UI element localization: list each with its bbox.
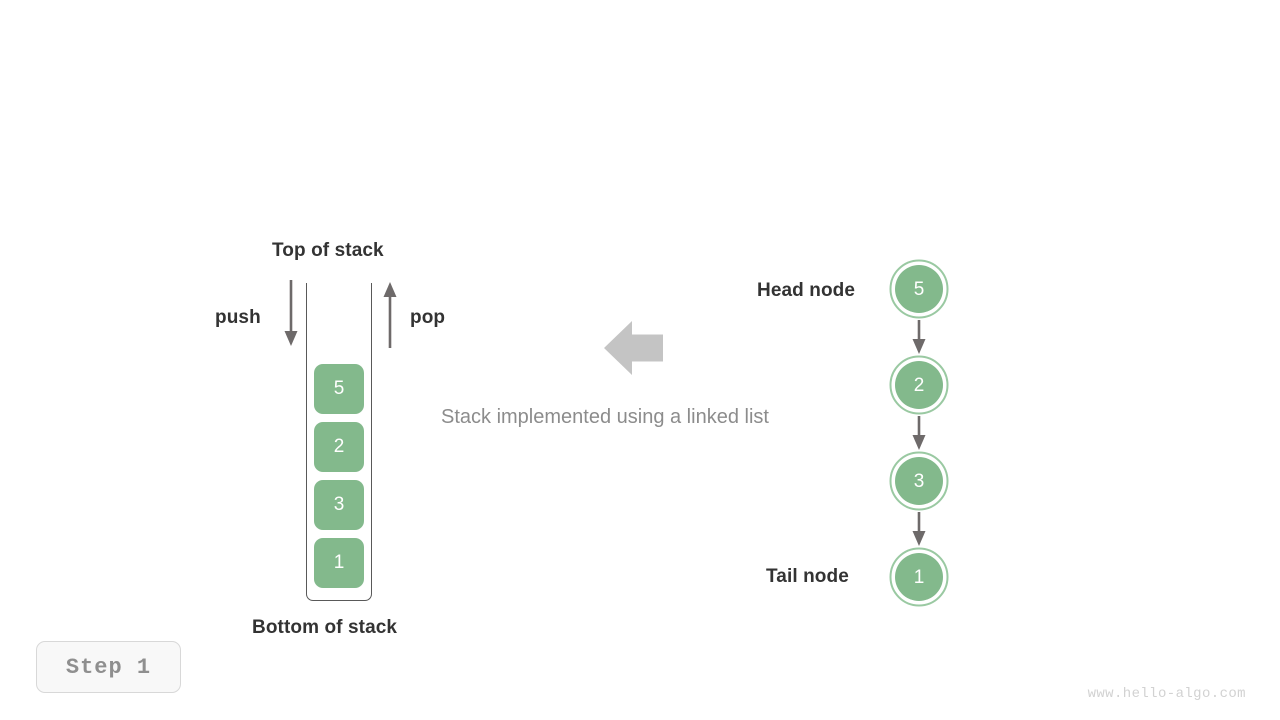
linked-list-graph: [889, 259, 949, 607]
arrow-left-block-icon: [604, 321, 663, 375]
stack-item: 5: [314, 364, 364, 414]
stack-diagram: Top of stack push pop 5 2 3 1 Bottom of …: [0, 0, 560, 720]
step-badge: Step 1: [36, 641, 181, 693]
top-of-stack-label: Top of stack: [272, 240, 384, 261]
linked-list-diagram: Head node Tail node: [700, 0, 1280, 720]
list-node: [889, 547, 949, 607]
watermark: www.hello-algo.com: [1087, 686, 1246, 702]
tail-node-label: Tail node: [766, 566, 849, 587]
arrow-down-icon: [912, 416, 926, 450]
stack-item: 3: [314, 480, 364, 530]
push-label: push: [215, 307, 261, 328]
figure-caption: Stack implemented using a linked list: [441, 406, 769, 428]
head-node-label: Head node: [757, 280, 856, 301]
bottom-of-stack-label: Bottom of stack: [252, 617, 398, 638]
list-node: [889, 451, 949, 511]
pop-label: pop: [410, 307, 446, 328]
list-node: [889, 355, 949, 415]
arrow-down-icon: [912, 512, 926, 546]
stack-item: 1: [314, 538, 364, 588]
stack-container: [306, 283, 372, 601]
list-node: [889, 259, 949, 319]
arrow-down-icon: [284, 280, 298, 346]
arrow-up-icon: [383, 282, 397, 348]
step-badge-label: Step 1: [65, 654, 152, 680]
arrow-down-icon: [912, 320, 926, 354]
stack-items: 5 2 3 1: [314, 364, 364, 588]
stack-item: 2: [314, 422, 364, 472]
